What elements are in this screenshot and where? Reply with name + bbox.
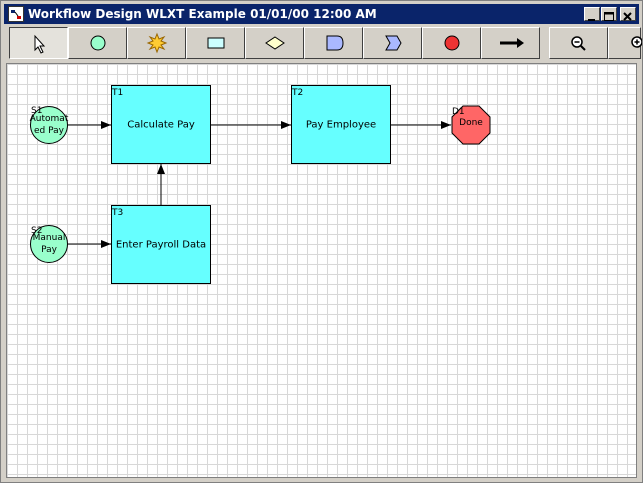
green-circle-icon (90, 35, 106, 51)
chevron-shape-icon (385, 35, 402, 51)
right-arrow-icon (500, 38, 524, 48)
task-node-pay-employee[interactable]: Pay Employee (291, 85, 391, 164)
start-node-label: Automat ed Pay (27, 113, 71, 137)
maximize-button[interactable] (601, 7, 617, 21)
starburst-icon (146, 32, 168, 54)
window-title: Workflow Design WLXT Example 01/01/00 12… (28, 7, 377, 21)
node-id-d1: D1 (452, 107, 465, 117)
connections-layer (68, 121, 451, 248)
start-node-label-line: Pay (41, 245, 57, 255)
task-label: Enter Payroll Data (115, 239, 207, 250)
select-tool-button[interactable] (9, 27, 68, 59)
magnifier-minus-icon (571, 36, 586, 51)
close-icon (623, 12, 632, 21)
task-tool-button[interactable] (186, 27, 245, 59)
start-node-label-line: Manual (32, 233, 66, 243)
zoom-in-tool-button[interactable] (608, 27, 642, 59)
event-tool-button[interactable] (127, 27, 186, 59)
d-shape-icon (326, 35, 344, 51)
task-node-enter-payroll-data[interactable]: Enter Payroll Data (111, 205, 211, 284)
end-node-label: Done (459, 118, 483, 128)
start-node-automated-pay[interactable]: Automat ed Pay (30, 106, 68, 144)
workflow-canvas[interactable]: Automat ed Pay S1 Manual Pay S2 Calculat… (6, 63, 637, 478)
connector-tool-button[interactable] (481, 27, 540, 59)
zoom-out-tool-button[interactable] (549, 27, 608, 59)
task-node-calculate-pay[interactable]: Calculate Pay (111, 85, 211, 164)
workflow-app-icon[interactable] (8, 6, 24, 22)
minimize-button[interactable] (584, 7, 600, 21)
task-label: Pay Employee (305, 119, 377, 130)
node-id-s2: S2 (31, 226, 43, 236)
end-node-done[interactable] (451, 105, 491, 145)
minimize-icon (588, 19, 595, 21)
palette-toolbar (4, 26, 642, 60)
decision-tool-button[interactable] (245, 27, 304, 59)
title-bar[interactable]: Workflow Design WLXT Example 01/01/00 12… (4, 4, 639, 24)
stop-tool-button[interactable] (422, 27, 481, 59)
start-node-manual-pay[interactable]: Manual Pay (30, 225, 68, 263)
red-circle-icon (444, 35, 460, 51)
start-node-label: Manual Pay (27, 232, 71, 256)
delay-tool-button[interactable] (304, 27, 363, 59)
node-id-t2: T2 (292, 88, 304, 98)
node-id-s1: S1 (31, 106, 43, 116)
merge-tool-button[interactable] (363, 27, 422, 59)
task-label: Calculate Pay (127, 119, 195, 130)
rectangle-icon (207, 37, 225, 49)
magnifier-plus-icon (631, 36, 642, 48)
start-node-label-line: Automat (29, 114, 69, 124)
diamond-icon (265, 36, 285, 50)
start-node-label-line: ed Pay (34, 126, 64, 136)
maximize-icon (604, 12, 614, 21)
pointer-arrow-icon (34, 34, 46, 54)
node-id-t3: T3 (112, 208, 124, 218)
close-button[interactable] (620, 7, 636, 21)
node-id-t1: T1 (112, 88, 124, 98)
start-tool-button[interactable] (68, 27, 127, 59)
